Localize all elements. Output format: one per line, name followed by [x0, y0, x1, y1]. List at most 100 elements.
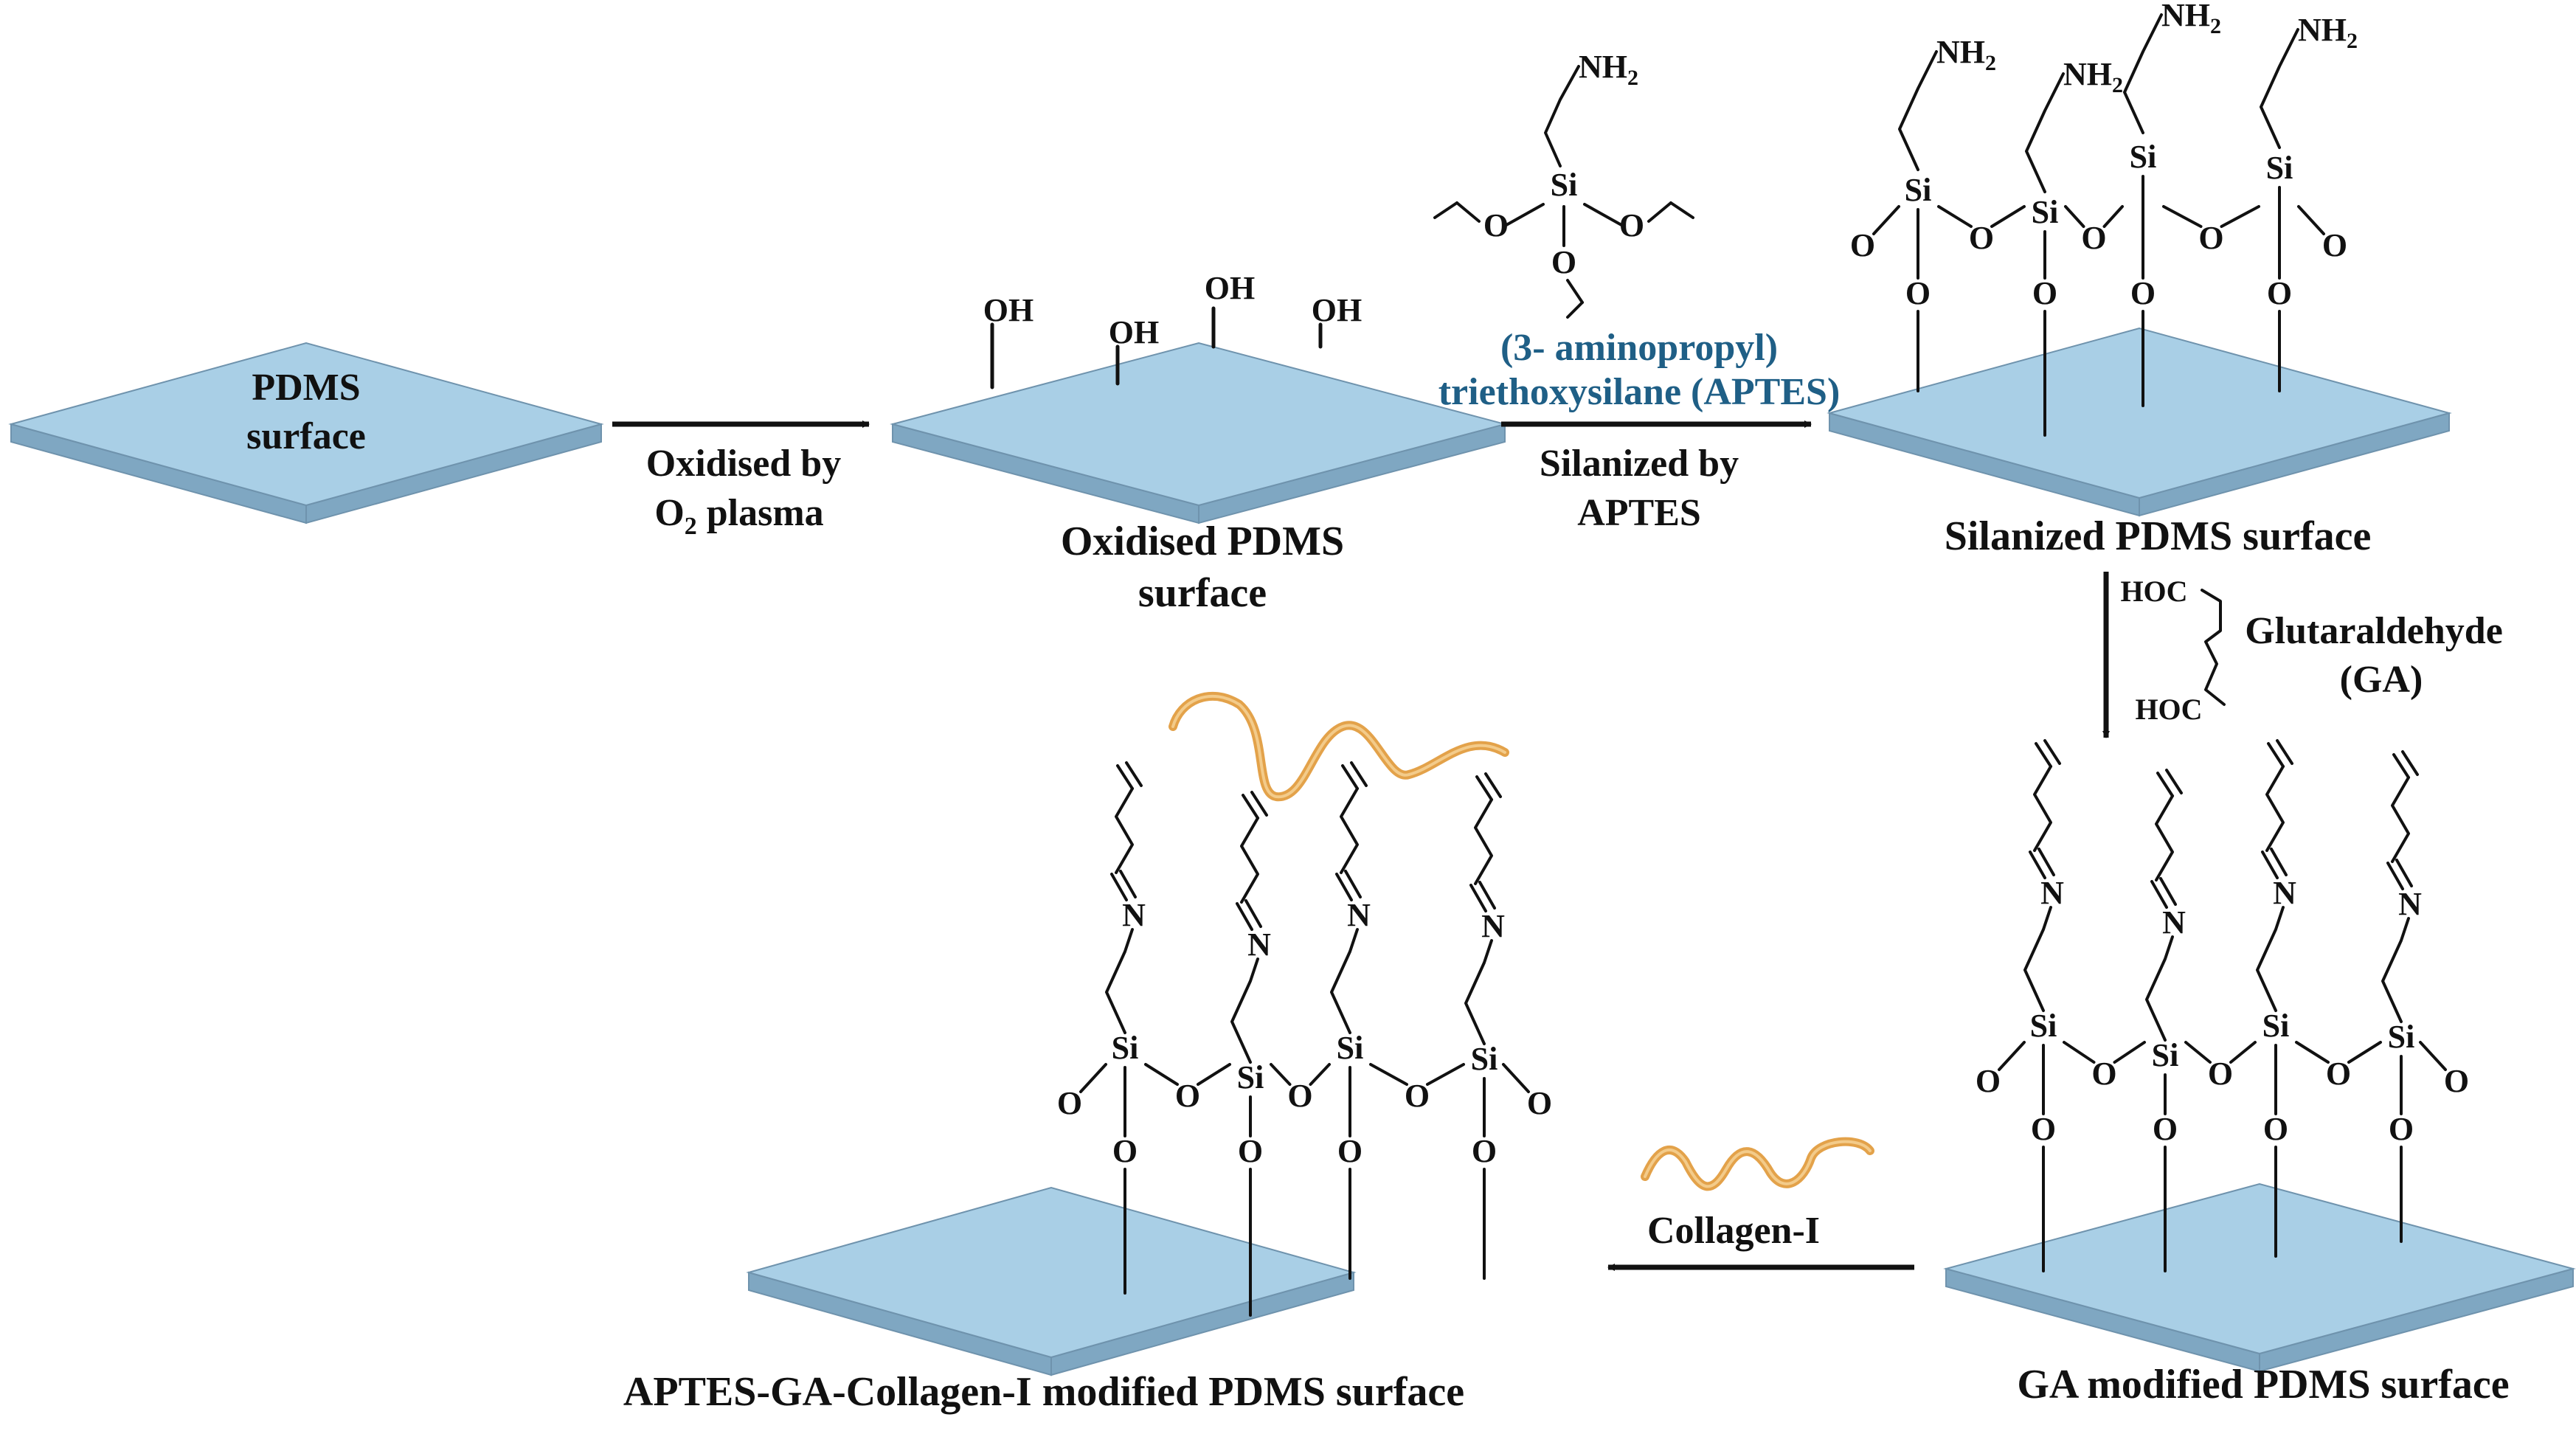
final-chain-chain	[1240, 817, 1259, 904]
final-chain-propyl	[1464, 939, 1493, 1045]
nh2-label: NH2	[2161, 0, 2221, 38]
si-o-bridge	[1270, 1063, 1292, 1086]
si-atom: Si	[2266, 150, 2293, 186]
slab-ga-modified	[1943, 1182, 2576, 1373]
ga-modified-label: GA modified PDMS surface	[2017, 1362, 2509, 1407]
ga-name-line1: Glutaraldehyde	[2245, 610, 2503, 652]
oh-label: OH	[1109, 314, 1159, 350]
o-atom-down: O	[1337, 1133, 1363, 1169]
imine-n: N	[1481, 908, 1505, 944]
slab-pdms	[8, 342, 604, 524]
o-si-bridge	[2220, 205, 2260, 228]
imine-double-1	[1469, 884, 1487, 912]
ga-chain-propyl	[2023, 906, 2052, 1012]
pdms-slabs	[8, 327, 2576, 1376]
pdms-label-line1: PDMS	[252, 367, 360, 409]
alkene-2	[1250, 791, 1268, 817]
si-o-terminal-right	[2297, 205, 2325, 235]
si-atom: Si	[2388, 1019, 2415, 1055]
o-atom-bridge: O	[2091, 1056, 2116, 1092]
imine-double-2	[1344, 870, 1362, 898]
aptes-si-o-left	[1505, 203, 1545, 226]
o-atom-terminal-right: O	[2322, 227, 2347, 263]
alkene-2	[1350, 761, 1368, 787]
slab-silanized	[1827, 327, 2452, 517]
si-o-bridge	[2162, 205, 2203, 228]
o-atom-down: O	[1112, 1133, 1138, 1169]
si-atom: Si	[2030, 1008, 2057, 1044]
step2-label-line2: APTES	[1577, 492, 1701, 534]
slab-top	[890, 342, 1508, 507]
imine-double-2	[2037, 848, 2055, 876]
o-atom-bridge: O	[1287, 1078, 1312, 1114]
o-atom-down: O	[1238, 1133, 1263, 1169]
imine-double-1	[2261, 851, 2279, 879]
ga-chain-propyl	[2145, 935, 2174, 1042]
o-atom-down: O	[2032, 275, 2057, 311]
imine-n: N	[1122, 897, 1146, 933]
o-atom-bridge: O	[1969, 220, 1994, 256]
ga-chain-chain	[2155, 794, 2174, 881]
si-o-terminal-left	[1079, 1063, 1107, 1093]
silanized-label: Silanized PDMS surface	[1945, 513, 2372, 559]
si-atom: Si	[2032, 194, 2059, 230]
oh-label: OH	[1312, 292, 1362, 328]
imine-double-1	[2150, 880, 2168, 909]
imine-n: N	[1347, 897, 1371, 933]
step1-label-line2: O2 plasma	[654, 492, 823, 540]
si-atom: Si	[2152, 1037, 2179, 1073]
ga-chain-chain	[2265, 765, 2285, 852]
alkene-2	[1484, 772, 1502, 798]
o-si-bridge	[1197, 1063, 1231, 1086]
collagen-fibre-highlight	[1171, 694, 1506, 799]
imine-n: N	[2398, 886, 2422, 922]
si-atom: Si	[1112, 1030, 1139, 1066]
imine-double-1	[1110, 873, 1128, 901]
alkene-1	[1341, 764, 1359, 790]
final-label: APTES-GA-Collagen-I modified PDMS surfac…	[623, 1369, 1464, 1415]
aptes-si-o-right	[1583, 203, 1623, 226]
o-atom-terminal-right: O	[2444, 1063, 2469, 1099]
ga-chain-chain	[2391, 776, 2410, 863]
nh2-label: NH2	[1936, 34, 1996, 75]
alkene-1	[1116, 764, 1134, 790]
propyl-chain	[2260, 28, 2299, 149]
o-si-bridge	[1309, 1063, 1331, 1086]
si-atom: Si	[1905, 172, 1932, 208]
o-atom-terminal-right: O	[1527, 1085, 1552, 1121]
aptes-name-line2: triethoxysilane (APTES)	[1438, 371, 1841, 413]
o-atom-bridge: O	[2081, 220, 2106, 256]
o-si-bridge	[1990, 205, 2026, 228]
si-o-bridge	[1937, 205, 1973, 228]
si-atom: Si	[2130, 139, 2157, 175]
aptes-o-left: O	[1483, 207, 1509, 243]
imine-double-2	[2270, 848, 2288, 876]
o-atom-down: O	[2263, 1111, 2288, 1147]
o-atom-terminal-left: O	[1976, 1063, 2001, 1099]
si-o-bridge	[2063, 1041, 2096, 1064]
collagen-fibre-reagent-highlight	[1644, 1140, 1872, 1188]
aptes-ethyl-left-2	[1433, 201, 1458, 219]
si-o-terminal-right	[1502, 1063, 1530, 1093]
aptes-ethyl-down-2	[1566, 301, 1584, 319]
final-chain-propyl	[1230, 957, 1259, 1064]
ga-name-line2: (GA)	[2340, 659, 2423, 701]
imine-double-1	[1236, 902, 1253, 931]
o-atom-down: O	[1472, 1133, 1497, 1169]
o-atom-down: O	[2389, 1111, 2414, 1147]
alkene-2	[1125, 761, 1143, 787]
propyl-chain	[2123, 13, 2163, 134]
pdms-label-line2: surface	[246, 415, 366, 457]
collagen-label: Collagen-I	[1647, 1210, 1820, 1252]
final-chain-propyl	[1105, 928, 1134, 1034]
aptes-ethyl-down	[1566, 279, 1584, 304]
aptes-propyl-chain	[1544, 65, 1580, 167]
oh-label: OH	[983, 292, 1033, 328]
o-si-bridge	[2102, 205, 2124, 228]
si-o-bridge	[2064, 205, 2085, 228]
slab-top	[1827, 327, 2452, 499]
o-si-bridge	[2347, 1041, 2382, 1064]
ga-hoc-top: HOC	[2120, 575, 2187, 608]
